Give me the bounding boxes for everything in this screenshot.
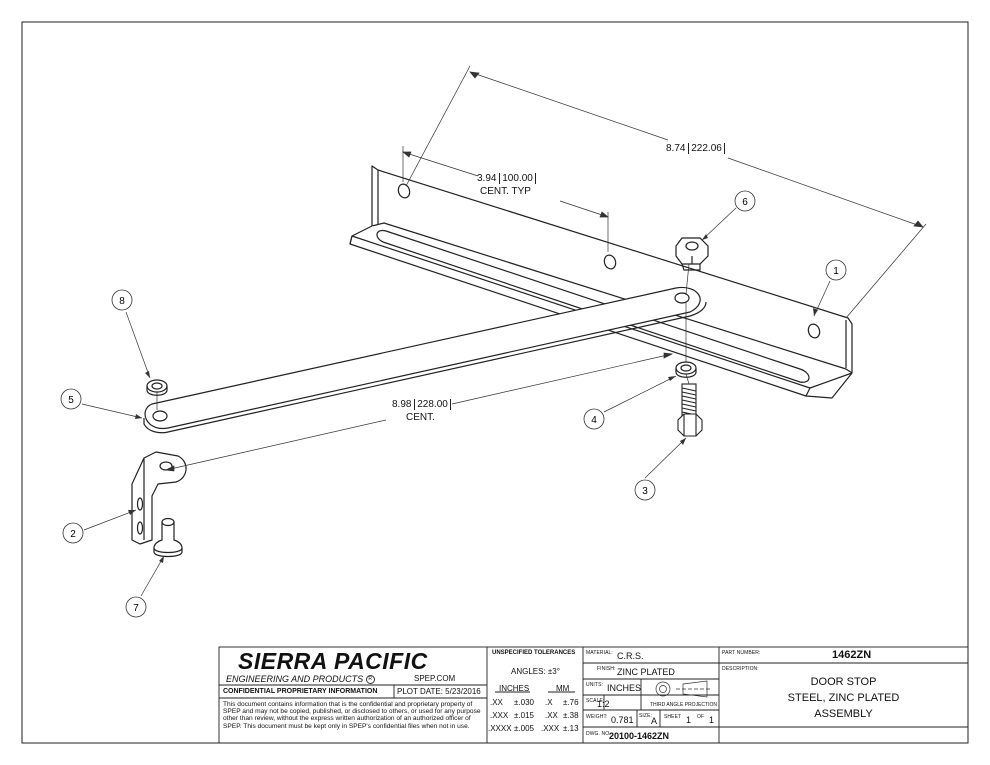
balloon-6: 6 [734, 190, 756, 212]
finish-value: ZINC PLATED [617, 667, 675, 677]
company-subtitle: ENGINEERING AND PRODUCTS R [226, 674, 375, 685]
tol-row-3-mm-label: .XXX [541, 724, 560, 733]
tol-row-1-mm-label: .X [545, 698, 553, 707]
material-value: C.R.S. [617, 651, 644, 661]
company-website: SPEP.COM [414, 674, 456, 683]
svg-text:3: 3 [642, 486, 648, 497]
dim-8-74-text: 8.74 [666, 143, 686, 154]
balloon-arrowheads [128, 234, 818, 563]
scale-value: 1:2 [597, 699, 610, 709]
tol-row-2-mm-label: .XX [545, 711, 558, 720]
title-block-frame [218, 646, 969, 744]
weight-label: WEIGHT: [586, 714, 608, 720]
tolerances-inches-head: INCHES [499, 684, 530, 693]
description-line-2: STEEL, ZINC PLATED [787, 692, 900, 704]
balloon-7: 7 [125, 596, 147, 618]
center-lines [156, 263, 690, 410]
company-subtitle-text: ENGINEERING AND PRODUCTS [226, 674, 364, 684]
units-label: UNITS: [586, 682, 603, 688]
tol-row-2-in-val: ±.015 [514, 711, 534, 720]
tol-row-3-in-label: .XXXX [488, 724, 512, 733]
balloon-3: 3 [634, 479, 656, 501]
part-number-value: 1462ZN [832, 649, 872, 661]
pin [153, 517, 183, 558]
balloon-2: 2 [62, 522, 84, 544]
projection-label: THIRD ANGLE PROJECTION [650, 702, 717, 708]
balloon-4: 4 [583, 408, 605, 430]
dim-8-98-value: 8.98 228.00 [392, 399, 451, 410]
dim-8-74-value: 8.74 222.06 [666, 143, 725, 154]
description-label: DESCRIPTION: [722, 666, 759, 672]
description-line-1: DOOR STOP [810, 676, 877, 688]
hex-bolt [677, 383, 703, 437]
svg-text:2: 2 [70, 529, 76, 540]
svg-text:5: 5 [68, 395, 74, 406]
dimension-overall [405, 65, 927, 319]
dim-3-94-bracket: 100.00 [499, 173, 536, 184]
scale-label: SCALE: [586, 698, 605, 704]
dimension-arm [164, 352, 674, 472]
dim-8-98-bracket: 228.00 [414, 399, 451, 410]
material-label: MATERIAL: [586, 650, 613, 656]
svg-text:6: 6 [742, 197, 748, 208]
tol-row-3-mm-val: ±.13 [563, 724, 579, 733]
balloon-5: 5 [60, 388, 82, 410]
sheet-value: 1 [686, 715, 692, 725]
size-value: A [651, 716, 658, 726]
svg-text:7: 7 [133, 603, 139, 614]
description-line-3: ASSEMBLY [814, 708, 873, 720]
dim-8-74-bracket: 222.06 [688, 143, 725, 154]
balloon-8: 8 [111, 289, 133, 311]
balloon-leaders [81, 207, 831, 597]
tolerances-heading: UNSPECIFIED TOLERANCES [492, 650, 576, 656]
part-number-label: PART NUMBER: [722, 650, 761, 656]
tol-row-2-in-label: .XXX [490, 711, 509, 720]
sheet-label: SHEET [664, 714, 682, 720]
size-label: SIZE: [639, 713, 653, 719]
dimension-cent-typ [402, 146, 609, 252]
tol-row-1-in-label: .XX [490, 698, 503, 707]
dim-8-98-note: CENT. [406, 412, 435, 423]
small-bracket [131, 451, 187, 545]
hex-nut [675, 237, 709, 271]
dim-8-98-text: 8.98 [392, 399, 412, 410]
svg-text:4: 4 [591, 415, 597, 426]
svg-text:8: 8 [119, 296, 125, 307]
tol-row-1-mm-val: ±.76 [563, 698, 579, 707]
balloon-1: 1 [825, 259, 847, 281]
door-stop-arm [143, 286, 707, 434]
tolerances-angles: ANGLES: ±3° [511, 667, 560, 676]
tol-row-1-in-val: ±.030 [514, 698, 534, 707]
units-value: INCHES [607, 683, 642, 693]
confidential-text: This document contains information that … [223, 701, 481, 730]
confidential-heading: CONFIDENTIAL PROPRIETARY INFORMATION [223, 688, 378, 695]
dwg-no-label: DWG. NO. [586, 731, 611, 737]
tolerances-mm-head: MM [556, 684, 570, 693]
registered-mark: R [365, 675, 375, 685]
of-label: OF [697, 714, 705, 720]
dim-3-94-value: 3.94 100.00 [477, 173, 536, 184]
tol-row-3-in-val: ±.005 [514, 724, 534, 733]
company-name: SIERRA PACIFIC [238, 648, 428, 674]
third-angle-projection-symbol [655, 680, 712, 698]
svg-text:1: 1 [833, 266, 839, 277]
of-value: 1 [709, 715, 715, 725]
dwg-no-value: 20100-1462ZN [609, 731, 670, 741]
dim-3-94-text: 3.94 [477, 173, 497, 184]
dim-3-94-note: CENT. TYP [480, 186, 531, 197]
plot-date: PLOT DATE: 5/23/2016 [397, 687, 481, 696]
weight-value: 0.781 [611, 715, 634, 725]
finish-label: FINISH: [597, 666, 616, 672]
tol-row-2-mm-val: ±.38 [563, 711, 579, 720]
